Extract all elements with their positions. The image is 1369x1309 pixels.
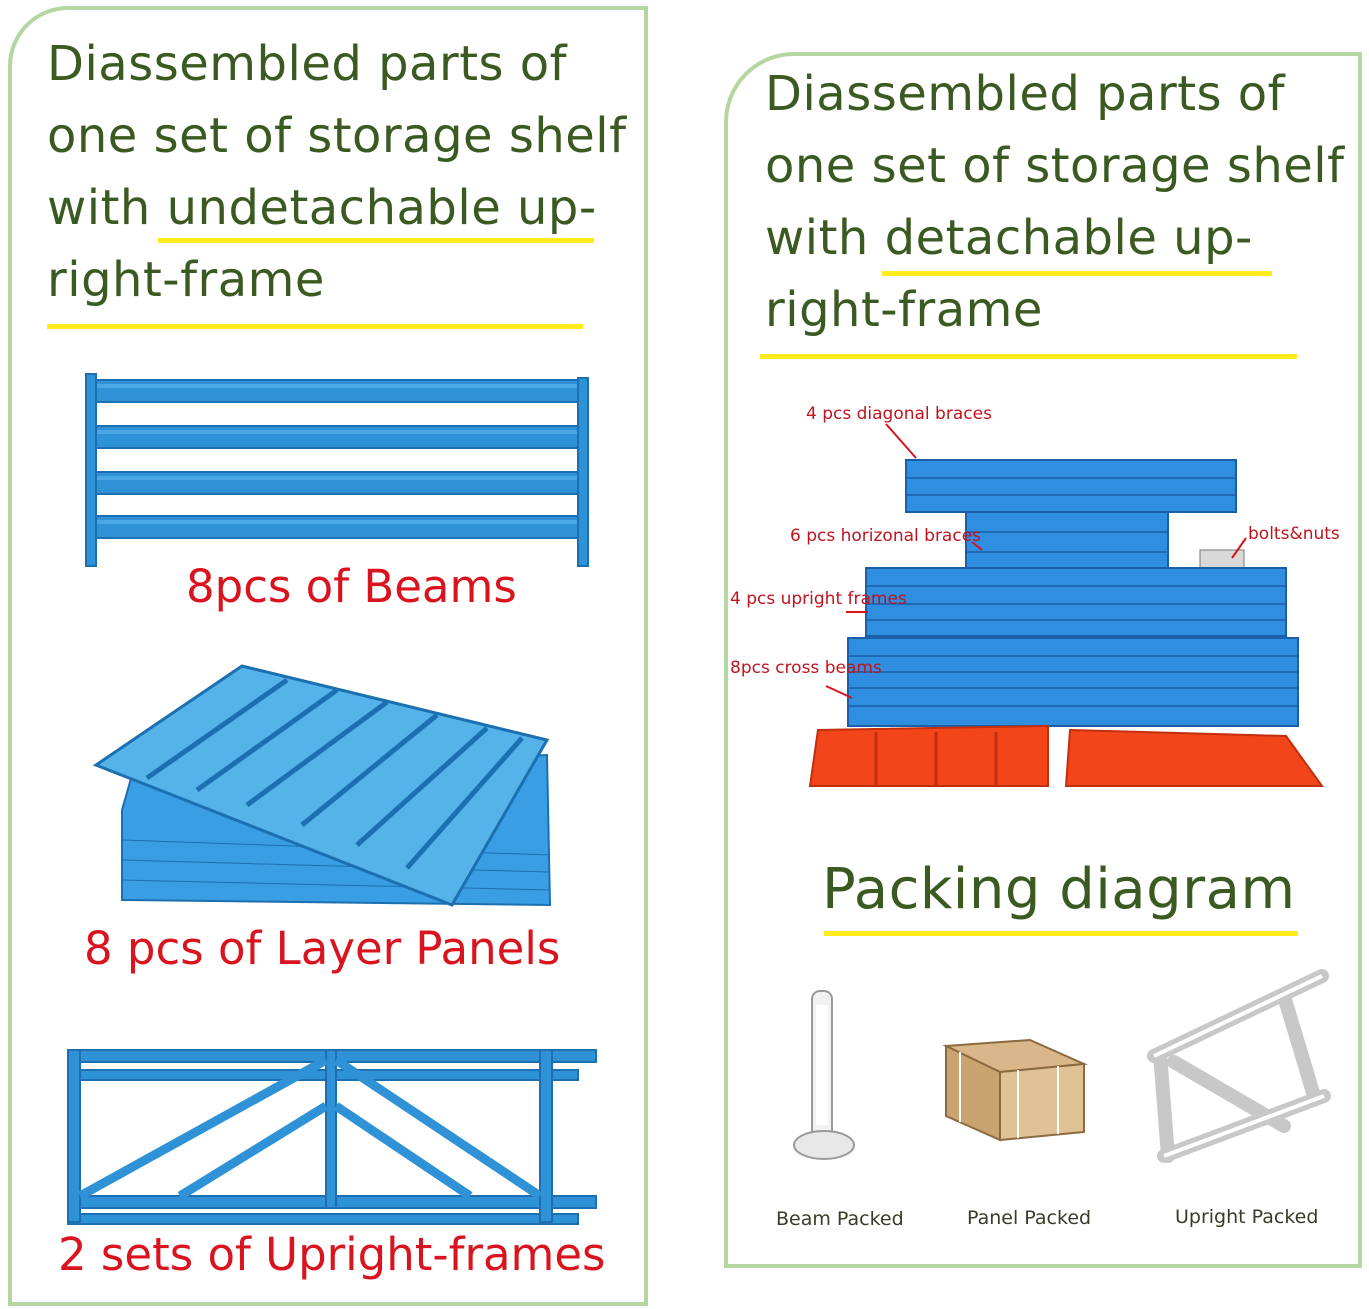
upright-frames-image [67, 1049, 597, 1225]
panels-caption: 8 pcs of Layer Panels [84, 922, 561, 975]
upright-packed-label: Upright Packed [1175, 1206, 1319, 1228]
panel-packed-label: Panel Packed [967, 1207, 1092, 1229]
upright-packed-image [1147, 969, 1331, 1163]
label-upright-frames: 4 pcs upright frames [730, 589, 907, 609]
right-highlight-2 [760, 354, 1297, 359]
panel-packed-image [942, 1038, 1088, 1142]
beams-image [85, 373, 589, 567]
right-heading-line-4: right-frame [765, 282, 1043, 338]
label-diagonal-braces: 4 pcs diagonal braces [806, 404, 992, 424]
beam-packed-image [793, 990, 855, 1160]
left-heading-line-3: with undetachable up- [47, 180, 597, 236]
label-cross-beams: 8pcs cross beams [730, 658, 882, 678]
frames-caption: 2 sets of Upright-frames [58, 1228, 606, 1281]
left-heading-line-1: Diassembled parts of [47, 36, 568, 92]
beams-caption: 8pcs of Beams [186, 560, 517, 613]
beam-packed-label: Beam Packed [776, 1208, 904, 1230]
packing-title: Packing diagram [822, 857, 1296, 922]
left-heading-line-2: one set of storage shelf [47, 108, 627, 164]
right-heading-line-1: Diassembled parts of [765, 66, 1286, 122]
left-highlight-2 [47, 324, 583, 329]
packing-highlight [824, 931, 1298, 936]
layer-panels-image [92, 664, 552, 907]
right-heading-line-2: one set of storage shelf [765, 138, 1345, 194]
right-heading-line-3: with detachable up- [765, 210, 1253, 266]
right-highlight-1 [882, 271, 1272, 276]
detachable-parts-image [808, 423, 1324, 787]
left-highlight-1 [158, 238, 594, 243]
label-horizontal-braces: 6 pcs horizonal braces [790, 526, 982, 546]
left-heading-line-4: right-frame [47, 252, 325, 308]
label-bolts-nuts: bolts&nuts [1248, 524, 1340, 544]
